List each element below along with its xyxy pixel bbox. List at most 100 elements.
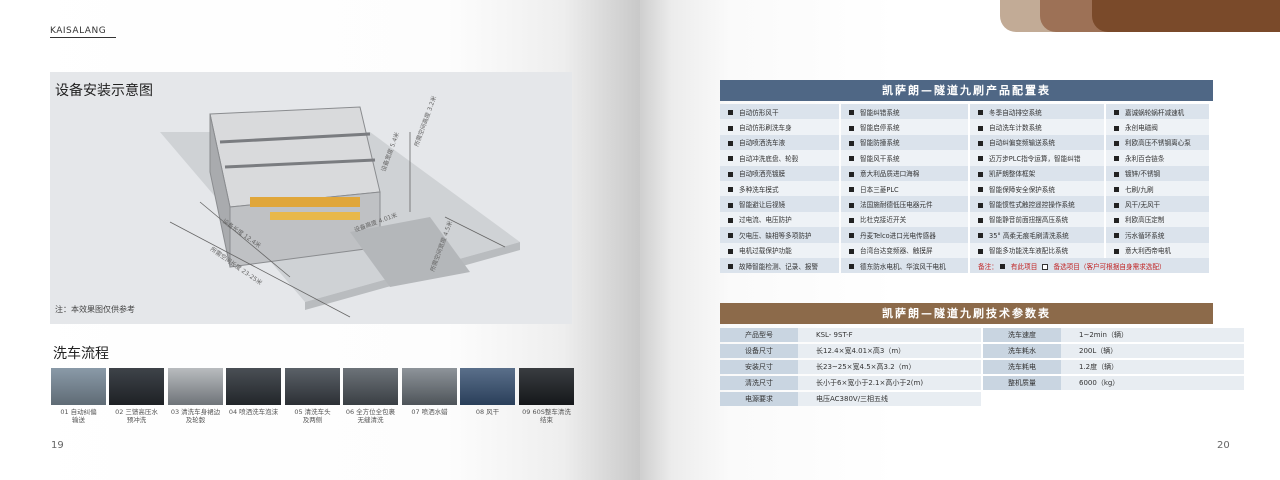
spec-empty <box>983 392 1061 406</box>
step-label: 08 风干 <box>475 408 500 416</box>
table-cell: 智能保障安全保护系统 <box>970 180 1104 197</box>
bullet-icon <box>978 156 984 162</box>
installation-diagram: 设备长度 12.4米 所需空间长度 23-25米 所需空间高度 3.2米 所需空… <box>160 95 520 318</box>
table-row: 电源要求 电压AC380V/三相五线 <box>720 392 1244 406</box>
bullet-icon <box>849 202 855 208</box>
step-label: 06 全方位全包裹无缝清洗 <box>345 408 396 424</box>
spec-label: 洗车速度 <box>983 328 1061 342</box>
bullet-icon <box>849 125 855 131</box>
table-cell: 智能启停系统 <box>841 119 969 135</box>
table-cell: 七刷/九刷 <box>1105 180 1209 197</box>
step-photo <box>51 368 106 405</box>
table-cell: 冬季自动排空系统 <box>970 104 1104 120</box>
installation-diagram-panel: 设备安装示意图 设备长度 12.4米 所需空间长度 23-25米 所需空间高度 … <box>50 72 572 324</box>
step-label: 02 三馈高压水预冲洗 <box>115 408 158 424</box>
machine-top <box>209 106 381 208</box>
table-cell: 35° 高柔无痕毛刷清洗系统 <box>970 227 1104 243</box>
spec-label: 设备尺寸 <box>720 344 798 358</box>
table-cell: 自动冲洗底盘、轮毂 <box>720 150 840 166</box>
spec-label: 洗车耗水 <box>983 344 1061 358</box>
table-cell: 永利百合链条 <box>1105 150 1209 166</box>
config-table-header: 凯萨朗—隧道九刷产品配置表 <box>720 80 1213 101</box>
table-cell: 丹麦Telco进口光电传感器 <box>841 227 969 243</box>
flow-step: 03 清洗车身裙边及轮毂 <box>168 368 223 424</box>
legend-prefix: 备注： <box>978 262 998 271</box>
table-cell: 智能避让后视镜 <box>720 196 840 212</box>
step-label: 01 自动纠偏输送 <box>60 408 97 424</box>
bullet-icon <box>728 171 733 177</box>
table-cell: 自动纠偏变频输送系统 <box>970 134 1104 151</box>
bullet-icon <box>728 248 733 254</box>
bullet-icon <box>1113 171 1119 177</box>
bullet-icon <box>849 264 855 270</box>
table-cell: 电机过载保护功能 <box>720 242 840 258</box>
table-cell: 比杜克接近开关 <box>841 211 969 228</box>
step-label: 09 60S整车清洗结束 <box>522 408 571 424</box>
spec-value: 长小于6×宽小于2.1×高小于2(m) <box>798 376 981 390</box>
table-cell: 过电流、电压防护 <box>720 211 840 228</box>
bullet-icon <box>728 156 733 162</box>
table-row: 产品型号 KSL- 9ST-F 洗车速度 1~2min（辆） <box>720 328 1244 342</box>
spec-value: 电压AC380V/三相五线 <box>798 392 981 406</box>
table-cell: 自动喷洒亮镀膜 <box>720 165 840 181</box>
step-photo <box>519 368 574 405</box>
table-cell: 智能惯性式触控遥控操作系统 <box>970 196 1104 212</box>
flow-step: 06 全方位全包裹无缝清洗 <box>343 368 398 424</box>
bullet-icon <box>978 140 984 146</box>
table-cell: 利欧高压不锈钢离心泵 <box>1105 134 1209 151</box>
spec-label: 整机质量 <box>983 376 1061 390</box>
brush-bar <box>250 197 360 207</box>
table-cell: 污水循环系统 <box>1105 227 1209 243</box>
bullet-icon <box>978 217 984 223</box>
spec-label: 洗车耗电 <box>983 360 1061 374</box>
brand-name: KAISALANG <box>50 26 107 36</box>
table-row: 设备尺寸 长12.4×宽4.01×高3（m） 洗车耗水 200L（辆） <box>720 344 1244 358</box>
flow-step: 04 喷洒洗车泡沫 <box>226 368 281 416</box>
bullet-icon <box>728 125 733 131</box>
bullet-icon <box>728 202 733 208</box>
legend-optional: 备选项目（客户可根据自身需求选配） <box>1053 262 1166 271</box>
bullet-icon <box>728 217 733 223</box>
spec-value: 长12.4×宽4.01×高3（m） <box>798 344 981 358</box>
table-cell: 意大利品质进口海棉 <box>841 165 969 181</box>
step-photo <box>226 368 281 405</box>
table-cell: 利欧高压定制 <box>1105 211 1209 228</box>
bullet-icon <box>728 110 733 116</box>
spec-label: 电源要求 <box>720 392 798 406</box>
bullet-icon <box>849 156 855 162</box>
table-cell: 意大利西帝电机 <box>1105 242 1209 258</box>
flow-step: 09 60S整车清洗结束 <box>519 368 574 424</box>
spec-label: 安装尺寸 <box>720 360 798 374</box>
bullet-icon <box>1113 217 1119 223</box>
table-cell: 法国施耐德低压电器元件 <box>841 196 969 212</box>
bullet-icon <box>849 217 855 223</box>
standard-bullet-icon <box>999 264 1005 270</box>
page-number-left: 19 <box>51 440 64 451</box>
table-row: 清洗尺寸 长小于6×宽小于2.1×高小于2(m) 整机质量 6000（kg） <box>720 376 1244 390</box>
bullet-icon <box>978 248 984 254</box>
spec-value: 6000（kg） <box>1061 376 1244 390</box>
table-cell: 欠电压、缺相等多项防护 <box>720 227 840 243</box>
table-cell: 风干/无风干 <box>1105 196 1209 212</box>
bullet-icon <box>728 264 733 270</box>
bullet-icon <box>978 187 984 193</box>
table-cell: 故障智能检测、记录、报警 <box>720 257 840 274</box>
bullet-icon <box>728 187 733 193</box>
spec-label: 清洗尺寸 <box>720 376 798 390</box>
flow-step: 05 清洗车头及两侧 <box>285 368 340 424</box>
table-cell: 智能静音前面扭摆高压系统 <box>970 211 1104 228</box>
specs-table-header: 凯萨朗—隧道九刷技术参数表 <box>720 303 1213 324</box>
bullet-icon <box>978 125 984 131</box>
table-cell: 迈万步PLC指令运算，智能纠错 <box>970 150 1104 166</box>
bullet-icon <box>849 140 855 146</box>
bullet-icon <box>978 233 984 239</box>
table-cell: 日本三菱PLC <box>841 180 969 197</box>
table-cell: 自动洗车计数系统 <box>970 119 1104 135</box>
table-row: 电机过载保护功能 台湾台达变频器、触摸屏 智能多功能洗车液配比系统 意大利西帝电… <box>720 242 1209 258</box>
optional-bullet-icon <box>1041 263 1048 270</box>
step-photo <box>168 368 223 405</box>
dim-line-space <box>169 221 351 318</box>
table-cell: 自动喷洒洗车液 <box>720 134 840 151</box>
bullet-icon <box>1113 202 1119 208</box>
table-row: 故障智能检测、记录、报警 德东防水电机、华滨风干电机 备注： 有此项目 备选项目… <box>720 257 1209 274</box>
